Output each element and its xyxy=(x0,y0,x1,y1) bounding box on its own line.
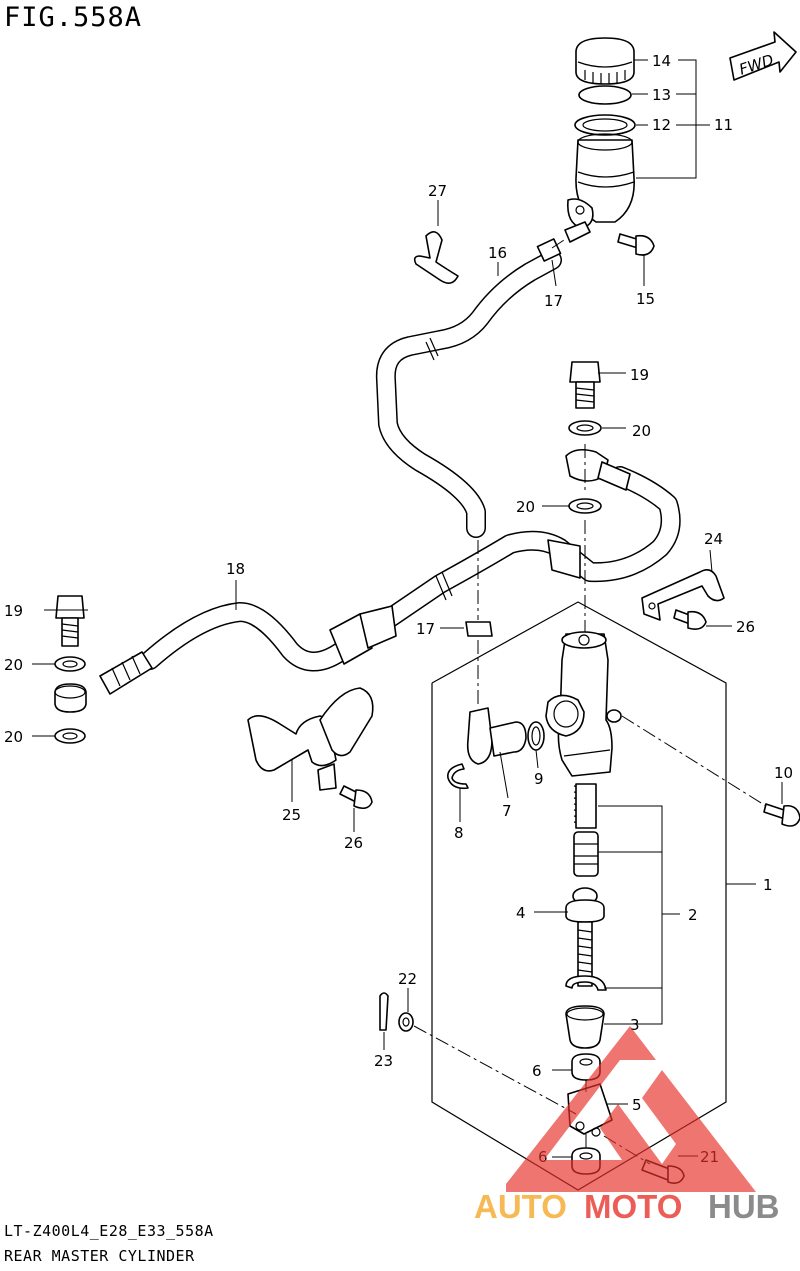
callout-17-lower: 17 xyxy=(416,620,435,638)
bracket-bolt-lower xyxy=(339,785,373,810)
sealing-washer-upper-1 xyxy=(568,420,602,436)
callout-17-upper: 17 xyxy=(544,292,563,310)
washer-22 xyxy=(398,1012,414,1032)
sealing-washer-lower-1 xyxy=(54,656,86,672)
callout-labels: 1 2 3 4 5 6 6 7 8 9 10 11 12 13 14 15 16… xyxy=(4,52,793,1166)
circlip-piston xyxy=(565,975,607,991)
circlip-8 xyxy=(446,763,469,790)
callout-1: 1 xyxy=(763,876,773,894)
callout-19-upper: 19 xyxy=(630,366,649,384)
watermark-hub: HUB xyxy=(708,1188,780,1225)
callout-24: 24 xyxy=(704,530,723,548)
figure-title: FIG.558A xyxy=(4,2,143,33)
callout-4: 4 xyxy=(516,904,526,922)
reservoir-assembly xyxy=(564,37,636,243)
callout-6-upper: 6 xyxy=(532,1062,542,1080)
banjo-fitting-lower xyxy=(54,683,87,713)
cotter-pin xyxy=(379,992,389,1031)
figure-code: LT-Z400L4_E28_E33_558A xyxy=(4,1222,214,1240)
piston-spring xyxy=(573,783,597,829)
watermark-moto: MOTO xyxy=(584,1188,682,1225)
callout-7: 7 xyxy=(502,802,512,820)
callout-15: 15 xyxy=(636,290,655,308)
banjo-bolt-upper xyxy=(569,361,601,409)
callout-25: 25 xyxy=(282,806,301,824)
sealing-washer-upper-2 xyxy=(568,498,602,514)
callout-3: 3 xyxy=(630,1016,640,1034)
fwd-direction-icon: FWD xyxy=(729,31,797,81)
callout-20-lower-1: 20 xyxy=(4,656,23,674)
callout-11: 11 xyxy=(714,116,733,134)
boot-3 xyxy=(565,1005,605,1049)
callout-2: 2 xyxy=(688,906,698,924)
callout-12: 12 xyxy=(652,116,671,134)
callout-26-lower: 26 xyxy=(344,834,363,852)
callout-23: 23 xyxy=(374,1052,393,1070)
hose-clamp-top xyxy=(536,238,562,262)
hose-clamp-lower xyxy=(465,621,493,637)
callout-20-upper-1: 20 xyxy=(632,422,651,440)
reservoir-hose xyxy=(375,250,562,538)
callout-10: 10 xyxy=(774,764,793,782)
callout-13: 13 xyxy=(652,86,671,104)
push-rod-4 xyxy=(565,887,605,987)
piston xyxy=(573,831,599,877)
automotohub-watermark: AUTO MOTO HUB xyxy=(474,1026,780,1225)
hose-bracket-24 xyxy=(641,568,725,621)
callout-14: 14 xyxy=(652,52,671,70)
watermark-auto: AUTO xyxy=(474,1188,567,1225)
master-cylinder-body xyxy=(545,631,622,777)
brake-hose xyxy=(99,448,681,695)
callout-18: 18 xyxy=(226,560,245,578)
callout-9: 9 xyxy=(534,770,544,788)
figure-name: REAR MASTER CYLINDER xyxy=(4,1247,195,1265)
callout-8: 8 xyxy=(454,824,464,842)
hose-connector xyxy=(466,707,527,765)
leader-lines xyxy=(32,59,783,1158)
callout-22: 22 xyxy=(398,970,417,988)
bracket-bolt-right xyxy=(673,609,707,630)
assembly-box-outline xyxy=(431,601,727,1191)
mounting-bolt xyxy=(763,803,800,827)
callout-16: 16 xyxy=(488,244,507,262)
banjo-bolt-lower xyxy=(55,595,85,647)
callout-20-upper-2: 20 xyxy=(516,498,535,516)
reservoir-bolt xyxy=(617,233,655,256)
watermark-triangle-logo-icon xyxy=(506,1026,756,1192)
o-ring xyxy=(527,721,545,751)
hose-clamp-bracket-25 xyxy=(247,687,374,791)
callout-27: 27 xyxy=(428,182,447,200)
hose-clip-27 xyxy=(413,231,459,284)
callout-19-lower: 19 xyxy=(4,602,23,620)
callout-26-right: 26 xyxy=(736,618,755,636)
sealing-washer-lower-2 xyxy=(54,728,86,744)
callout-20-lower-2: 20 xyxy=(4,728,23,746)
callout-5: 5 xyxy=(632,1096,642,1114)
